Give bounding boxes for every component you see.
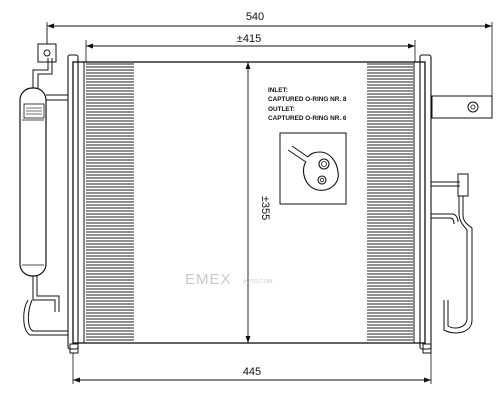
watermark: EMEX AUTO.COM [185, 271, 273, 288]
fin-hatching-right [367, 63, 413, 341]
dimension-label-core-width: ±415 [237, 33, 261, 45]
fitting-callout: INLET: CAPTURED O-RING NR. 8 OUTLET: CAP… [268, 87, 347, 205]
dimension-label-core-height: ±355 [259, 196, 271, 220]
condenser-core [67, 54, 432, 354]
inlet-label: INLET: [268, 87, 288, 94]
fin-hatching-left [86, 63, 134, 341]
dimension-bottom-width: 445 [72, 353, 432, 384]
fitting-detail-box [279, 132, 347, 205]
dimension-overall-width: 540 [46, 11, 493, 96]
watermark-domain: AUTO.COM [243, 279, 273, 285]
fitting-block-sketch [287, 145, 339, 191]
dimension-core-width: ±415 [85, 33, 416, 62]
outlet-label: OUTLET: [268, 106, 295, 113]
receiver-drier [19, 28, 68, 336]
dimension-core-height: ±355 [245, 62, 271, 343]
outlet-value: CAPTURED O-RING NR. 6 [268, 115, 347, 122]
dimension-label-overall-width: 540 [246, 11, 264, 23]
dimension-label-bottom-width: 445 [243, 366, 261, 378]
inlet-value: CAPTURED O-RING NR. 8 [268, 96, 347, 103]
watermark-brand: EMEX [185, 271, 232, 288]
outlet-pipe-assembly [431, 95, 493, 334]
